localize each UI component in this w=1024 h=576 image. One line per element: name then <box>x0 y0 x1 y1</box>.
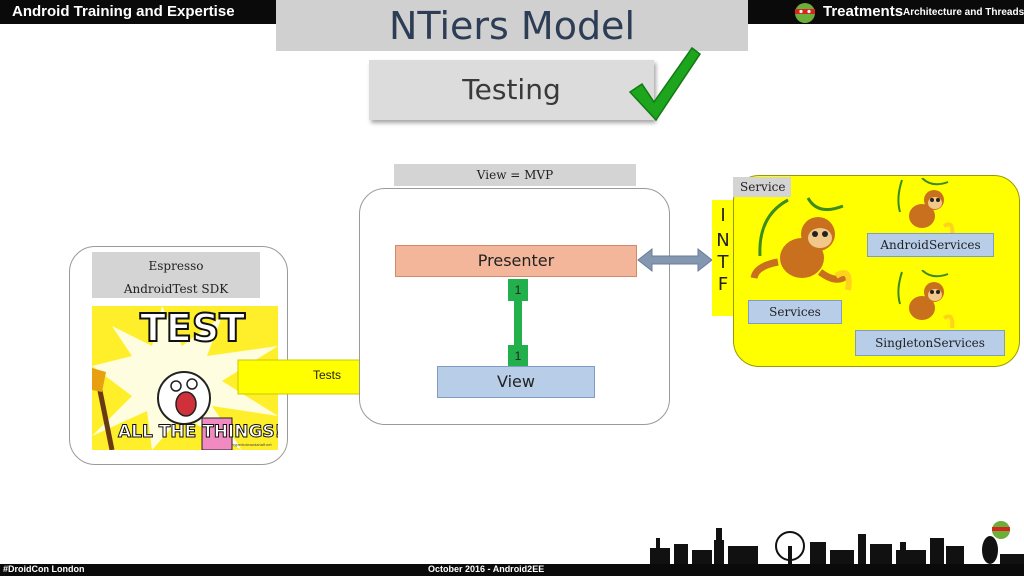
meme-credit: hyperboleandahalf.net <box>232 442 272 447</box>
view-box: View <box>437 366 595 398</box>
meme-bottom-text: ALL THE THINGS!!! <box>118 422 278 443</box>
presenter-box: Presenter <box>395 245 637 277</box>
intf-letter-f: F <box>717 274 729 295</box>
header-right-title: Treatments <box>823 3 904 20</box>
intf-letter-i: I <box>720 205 726 226</box>
slide-title-background <box>276 0 748 51</box>
monkey-large-icon <box>750 197 852 291</box>
intf-letter-t: T <box>717 252 729 273</box>
slide-title: NTiers Model <box>389 4 635 48</box>
footer-left: #DroidCon London <box>3 564 85 574</box>
test-tool-espresso: Espresso <box>148 259 204 273</box>
london-skyline-icon <box>650 521 1024 564</box>
monkey-android-services-icon <box>897 178 955 237</box>
android-services-box: AndroidServices <box>867 233 994 257</box>
checkmark-icon <box>628 46 702 122</box>
tests-arrow-label: Tests <box>313 368 342 382</box>
meme-burst-icon <box>92 306 278 450</box>
header-right-subtitle: Architecture and Threads <box>903 7 1024 18</box>
mvp-panel-label: View = MVP <box>394 164 636 186</box>
presenter-view-connector <box>514 300 522 346</box>
services-box: Services <box>748 300 842 324</box>
intf-letter-n: N <box>716 230 730 251</box>
presenter-intf-double-arrow <box>637 247 713 273</box>
header-left-title: Android Training and Expertise <box>12 3 235 20</box>
ninja-turtle-logo-icon <box>795 3 815 23</box>
slide-subtitle: Testing <box>462 73 561 106</box>
monkey-singleton-services-icon <box>897 270 955 329</box>
test-tools-label-box: Espresso AndroidTest SDK <box>92 252 260 298</box>
service-panel-label: Service <box>733 177 791 197</box>
singleton-services-box: SingletonServices <box>855 330 1005 356</box>
footer-bar: #DroidCon London October 2016 - Android2… <box>0 564 1024 576</box>
multiplicity-bottom: 1 <box>508 345 528 367</box>
multiplicity-top: 1 <box>508 279 528 301</box>
footer-center: October 2016 - Android2EE <box>428 564 545 574</box>
intf-bar: I N T F <box>712 200 734 316</box>
meme-top-text: TEST <box>139 306 246 351</box>
subtitle-background <box>369 60 654 120</box>
test-tool-androidtest-sdk: AndroidTest SDK <box>123 282 229 296</box>
